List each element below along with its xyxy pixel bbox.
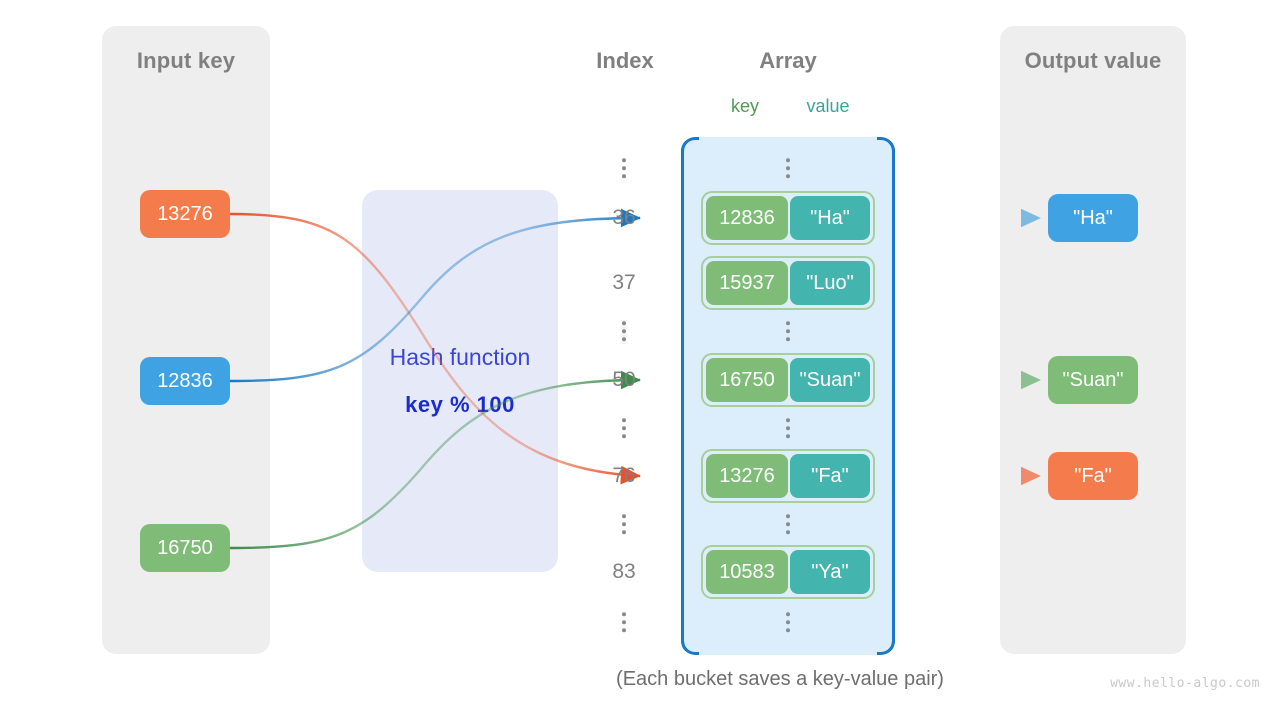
output-value-chip-Fa[interactable]: "Fa" (1048, 452, 1138, 500)
input-key-chip-12836[interactable]: 12836 (140, 357, 230, 405)
diagram-caption: (Each bucket saves a key-value pair) (616, 668, 944, 690)
vertical-ellipsis (614, 154, 634, 182)
bucket-key-37: 15937 (706, 261, 788, 305)
bucket-pair-36[interactable]: 12836"Ha" (701, 191, 875, 245)
key-subheading: key (730, 96, 759, 116)
bucket-value-37: "Luo" (790, 261, 870, 305)
vertical-ellipsis (778, 608, 798, 636)
bucket-key-50: 16750 (706, 358, 788, 402)
bucket-key-83: 10583 (706, 550, 788, 594)
input-panel-title: Input key (136, 48, 236, 73)
output-value-panel: Output value (1000, 26, 1186, 654)
input-key-chip-16750[interactable]: 16750 (140, 524, 230, 572)
hash-function-formula: key % 100 (405, 392, 515, 417)
bucket-key-76: 13276 (706, 454, 788, 498)
index-label-36: 36 (612, 206, 636, 229)
vertical-ellipsis (778, 414, 798, 442)
vertical-ellipsis (614, 317, 634, 345)
bucket-value-36: "Ha" (790, 196, 870, 240)
array-column-heading: Array (759, 48, 817, 73)
index-label-83: 83 (612, 560, 636, 583)
index-label-50: 50 (612, 368, 636, 391)
index-label-76: 76 (612, 464, 636, 487)
vertical-ellipsis (778, 317, 798, 345)
value-subheading: value (806, 96, 850, 116)
bucket-key-36: 12836 (706, 196, 788, 240)
output-panel-title: Output value (1024, 48, 1162, 73)
input-key-chip-13276[interactable]: 13276 (140, 190, 230, 238)
index-label-37: 37 (612, 271, 636, 294)
watermark: www.hello-algo.com (1110, 676, 1260, 691)
hash-function-box (362, 190, 558, 572)
bucket-pair-83[interactable]: 10583"Ya" (701, 545, 875, 599)
bucket-value-50: "Suan" (790, 358, 870, 402)
vertical-ellipsis (614, 608, 634, 636)
bucket-value-76: "Fa" (790, 454, 870, 498)
bucket-pair-37[interactable]: 15937"Luo" (701, 256, 875, 310)
bucket-value-83: "Ya" (790, 550, 870, 594)
bucket-pair-76[interactable]: 13276"Fa" (701, 449, 875, 503)
vertical-ellipsis (778, 154, 798, 182)
index-column-heading: Index (596, 48, 654, 73)
output-value-chip-Suan[interactable]: "Suan" (1048, 356, 1138, 404)
vertical-ellipsis (614, 510, 634, 538)
hash-function-title: Hash function (389, 344, 531, 370)
output-value-chip-Ha[interactable]: "Ha" (1048, 194, 1138, 242)
bucket-pair-50[interactable]: 16750"Suan" (701, 353, 875, 407)
vertical-ellipsis (778, 510, 798, 538)
vertical-ellipsis (614, 414, 634, 442)
